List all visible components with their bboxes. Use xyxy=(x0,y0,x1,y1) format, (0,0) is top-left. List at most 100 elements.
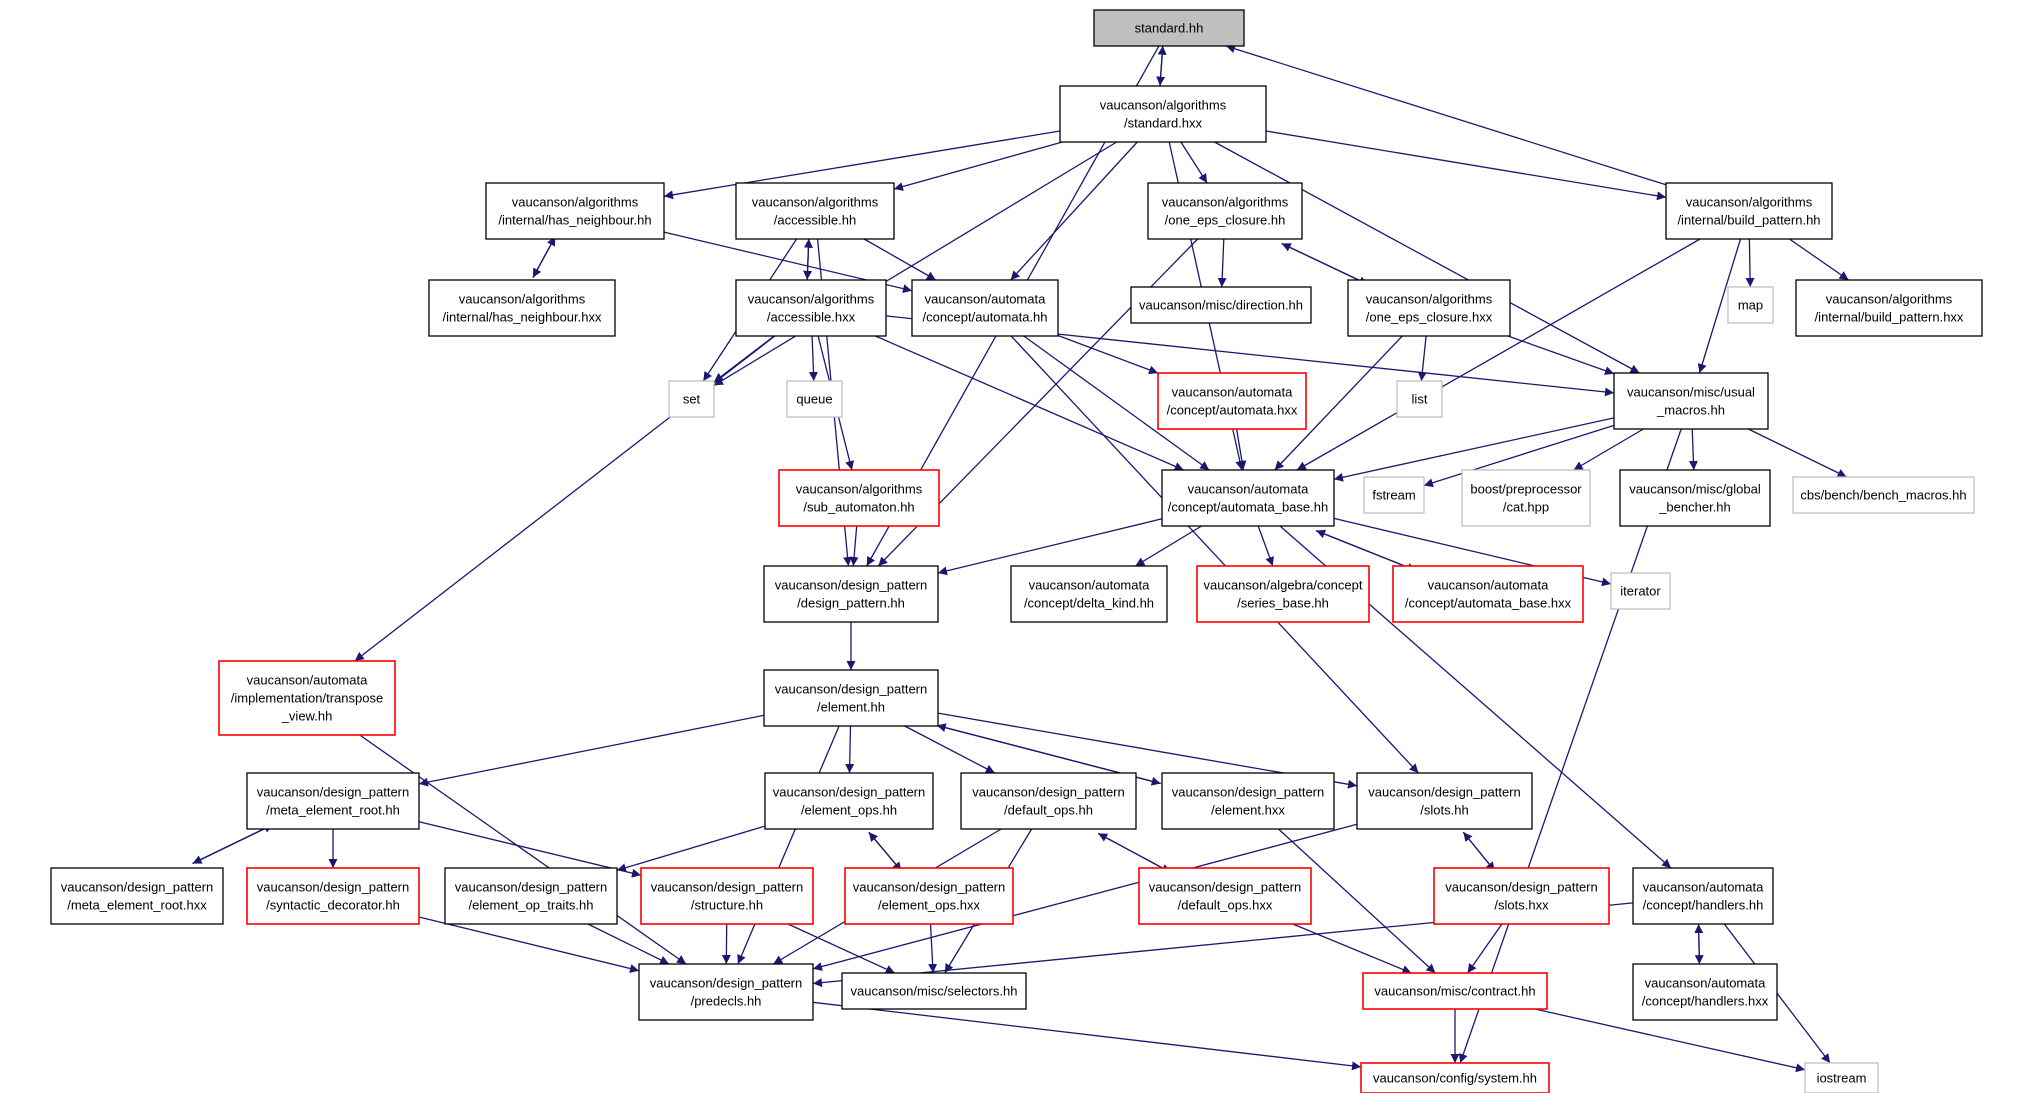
node-automata_base_hh[interactable]: vaucanson/automata/concept/automata_base… xyxy=(1161,469,1335,527)
node-label-delta_kind_hh: /concept/delta_kind.hh xyxy=(1024,596,1154,611)
node-label-has_neighbour_hxx: vaucanson/algorithms xyxy=(459,292,586,307)
node-iterator: iterator xyxy=(1610,572,1671,610)
node-default_ops_hh[interactable]: vaucanson/design_pattern/default_ops.hh xyxy=(960,772,1137,830)
node-label-direction_hh: vaucanson/misc/direction.hh xyxy=(1139,298,1303,313)
node-label-list: list xyxy=(1412,392,1428,407)
node-one_eps_closure_hxx[interactable]: vaucanson/algorithms/one_eps_closure.hxx xyxy=(1347,279,1511,337)
node-label-queue: queue xyxy=(796,392,832,407)
node-element_ops_hxx[interactable]: vaucanson/design_pattern/element_ops.hxx xyxy=(844,867,1014,925)
node-label-has_neighbour_hxx: /internal/has_neighbour.hxx xyxy=(442,310,602,325)
node-label-default_ops_hh: vaucanson/design_pattern xyxy=(972,785,1125,800)
node-one_eps_closure_hh[interactable]: vaucanson/algorithms/one_eps_closure.hh xyxy=(1147,182,1303,240)
node-box-meta_element_root_hxx xyxy=(50,867,224,925)
node-default_ops_hxx[interactable]: vaucanson/design_pattern/default_ops.hxx xyxy=(1138,867,1312,925)
node-box-transpose_view_hh xyxy=(218,660,396,736)
edge-standard_hxx-to-automata_hh xyxy=(1010,141,1138,281)
node-automata_hxx[interactable]: vaucanson/automata/concept/automata.hxx xyxy=(1157,372,1307,430)
node-iostream: iostream xyxy=(1804,1062,1879,1093)
node-label-accessible_hh: vaucanson/algorithms xyxy=(752,195,879,210)
edge-one_eps_closure_hxx-to-automata_base_hh xyxy=(1274,335,1403,471)
node-label-one_eps_closure_hh: /one_eps_closure.hh xyxy=(1165,213,1286,228)
node-sub_automaton_hh[interactable]: vaucanson/algorithms/sub_automaton.hh xyxy=(778,469,940,527)
node-meta_element_root_hh[interactable]: vaucanson/design_pattern/meta_element_ro… xyxy=(246,772,420,830)
node-label-automata_base_hh: vaucanson/automata xyxy=(1188,482,1309,497)
node-automata_base_hxx[interactable]: vaucanson/automata/concept/automata_base… xyxy=(1392,565,1584,623)
node-standard_hxx[interactable]: vaucanson/algorithms/standard.hxx xyxy=(1059,85,1267,143)
node-standard_hh[interactable]: standard.hh xyxy=(1093,9,1245,47)
node-box-iterator xyxy=(1610,572,1671,610)
node-build_pattern_hxx[interactable]: vaucanson/algorithms/internal/build_patt… xyxy=(1795,279,1983,337)
edge-automata_hh-to-automata_base_hh xyxy=(1023,335,1210,471)
node-system_hh[interactable]: vaucanson/config/system.hh xyxy=(1360,1062,1550,1093)
node-box-bench_macros_hh xyxy=(1792,476,1975,514)
node-slots_hxx[interactable]: vaucanson/design_pattern/slots.hxx xyxy=(1433,867,1610,925)
node-label-contract_hh: vaucanson/misc/contract.hh xyxy=(1374,984,1535,999)
node-handlers_hh[interactable]: vaucanson/automata/concept/handlers.hh xyxy=(1632,867,1774,925)
edge-element_hh-to-element_ops_hh xyxy=(845,725,855,774)
node-direction_hh[interactable]: vaucanson/misc/direction.hh xyxy=(1130,286,1312,324)
node-design_pattern_hh[interactable]: vaucanson/design_pattern/design_pattern.… xyxy=(763,565,939,623)
node-box-automata_base_hh xyxy=(1161,469,1335,527)
node-label-element_hxx: vaucanson/design_pattern xyxy=(1172,785,1325,800)
node-global_bencher_hh[interactable]: vaucanson/misc/global_bencher.hh xyxy=(1619,469,1771,527)
node-label-standard_hxx: vaucanson/algorithms xyxy=(1100,98,1227,113)
edge-default_ops_hxx-to-contract_hh xyxy=(1292,923,1412,974)
node-label-element_op_traits_hh: /element_op_traits.hh xyxy=(468,898,593,913)
node-build_pattern_hh[interactable]: vaucanson/algorithms/internal/build_patt… xyxy=(1665,182,1833,240)
node-box-has_neighbour_hh xyxy=(485,182,665,240)
node-box-iostream xyxy=(1804,1062,1879,1093)
node-has_neighbour_hxx[interactable]: vaucanson/algorithms/internal/has_neighb… xyxy=(428,279,616,337)
node-box-slots_hxx xyxy=(1433,867,1610,925)
edge-one_eps_closure_hh-to-direction_hh xyxy=(1217,238,1227,288)
edge-automata_base_hh-to-series_base_hh xyxy=(1257,525,1274,567)
node-delta_kind_hh[interactable]: vaucanson/automata/concept/delta_kind.hh xyxy=(1010,565,1168,623)
node-fstream: fstream xyxy=(1363,476,1425,514)
node-label-syntactic_decorator_hh: /syntactic_decorator.hh xyxy=(266,898,400,913)
node-element_op_traits_hh[interactable]: vaucanson/design_pattern/element_op_trai… xyxy=(444,867,618,925)
node-label-one_eps_closure_hxx: vaucanson/algorithms xyxy=(1366,292,1493,307)
node-meta_element_root_hxx[interactable]: vaucanson/design_pattern/meta_element_ro… xyxy=(50,867,224,925)
node-contract_hh[interactable]: vaucanson/misc/contract.hh xyxy=(1362,972,1548,1010)
node-box-structure_hh xyxy=(640,867,814,925)
node-label-predecls_hh: /predecls.hh xyxy=(691,994,762,1009)
node-slots_hh[interactable]: vaucanson/design_pattern/slots.hh xyxy=(1356,772,1533,830)
node-list: list xyxy=(1396,380,1443,418)
node-syntactic_decorator_hh[interactable]: vaucanson/design_pattern/syntactic_decor… xyxy=(246,867,420,925)
node-label-handlers_hxx: vaucanson/automata xyxy=(1645,976,1766,991)
node-box-usual_macros_hh xyxy=(1613,372,1769,430)
edge-automata_base_hh-to-design_pattern_hh xyxy=(937,518,1163,576)
edge-automata_hh-to-automata_hxx xyxy=(1057,334,1159,375)
node-box-slots_hh xyxy=(1356,772,1533,830)
node-label-cat_hpp: boost/preprocessor xyxy=(1470,482,1582,497)
node-element_hxx[interactable]: vaucanson/design_pattern/element.hxx xyxy=(1161,772,1335,830)
node-box-one_eps_closure_hxx xyxy=(1347,279,1511,337)
node-label-predecls_hh: vaucanson/design_pattern xyxy=(650,976,803,991)
node-label-automata_hh: vaucanson/automata xyxy=(925,292,1046,307)
node-label-selectors_hh: vaucanson/misc/selectors.hh xyxy=(851,984,1018,999)
node-usual_macros_hh[interactable]: vaucanson/misc/usual_macros.hh xyxy=(1613,372,1769,430)
edge-usual_macros_hh-to-global_bencher_hh xyxy=(1688,428,1698,471)
node-label-automata_hxx: vaucanson/automata xyxy=(1172,385,1293,400)
node-accessible_hh[interactable]: vaucanson/algorithms/accessible.hh xyxy=(735,182,895,240)
node-element_ops_hh[interactable]: vaucanson/design_pattern/element_ops.hh xyxy=(764,772,934,830)
node-has_neighbour_hh[interactable]: vaucanson/algorithms/internal/has_neighb… xyxy=(485,182,665,240)
node-element_hh[interactable]: vaucanson/design_pattern/element.hh xyxy=(763,669,939,727)
node-label-accessible_hxx: vaucanson/algorithms xyxy=(748,292,875,307)
node-box-map xyxy=(1727,286,1774,324)
node-box-syntactic_decorator_hh xyxy=(246,867,420,925)
edge-standard_hxx-to-standard_hh xyxy=(1157,45,1167,86)
node-label-slots_hh: vaucanson/design_pattern xyxy=(1368,785,1521,800)
edge-has_neighbour_hxx-to-has_neighbour_hh xyxy=(532,236,556,278)
node-series_base_hh[interactable]: vaucanson/algebra/concept/series_base.hh xyxy=(1196,565,1370,623)
node-box-element_hh xyxy=(763,669,939,727)
node-automata_hh[interactable]: vaucanson/automata/concept/automata.hh xyxy=(911,279,1059,337)
edge-standard_hxx-to-usual_macros_hh xyxy=(1214,141,1640,374)
node-handlers_hxx[interactable]: vaucanson/automata/concept/handlers.hxx xyxy=(1632,963,1778,1021)
node-structure_hh[interactable]: vaucanson/design_pattern/structure.hh xyxy=(640,867,814,925)
node-selectors_hh[interactable]: vaucanson/misc/selectors.hh xyxy=(841,972,1027,1010)
node-predecls_hh[interactable]: vaucanson/design_pattern/predecls.hh xyxy=(638,963,814,1021)
node-label-iterator: iterator xyxy=(1620,584,1661,599)
node-transpose_view_hh[interactable]: vaucanson/automata/implementation/transp… xyxy=(218,660,396,736)
edge-element_hh-to-default_ops_hh xyxy=(904,725,996,774)
node-accessible_hxx[interactable]: vaucanson/algorithms/accessible.hxx xyxy=(735,279,887,337)
